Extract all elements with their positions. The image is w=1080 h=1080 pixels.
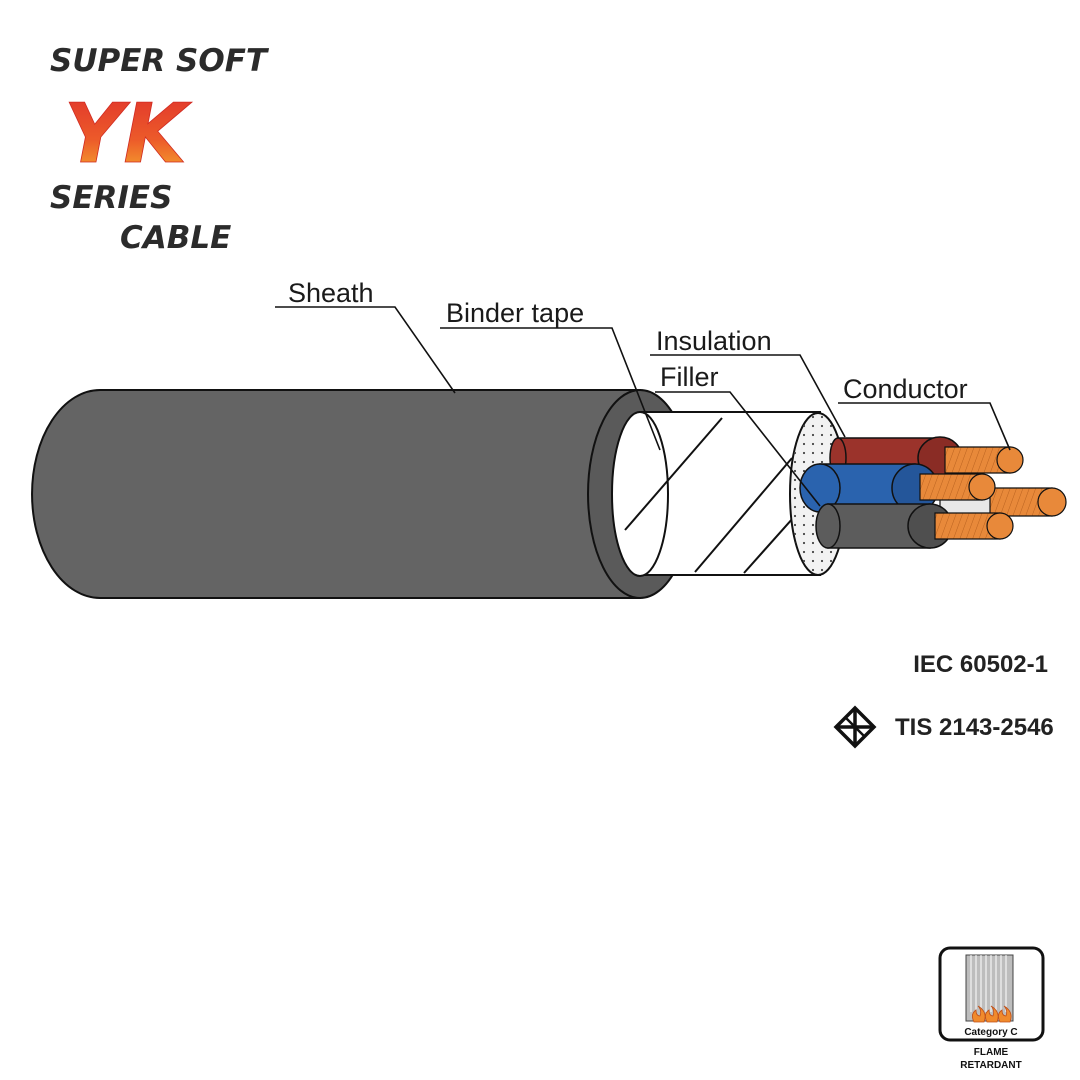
brand-line-super-soft: SUPER SOFT <box>50 43 270 79</box>
label-sheath: Sheath <box>288 278 374 308</box>
badge-line-retardant: RETARDANT <box>960 1060 1021 1071</box>
standard-iec: IEC 60502-1 <box>913 651 1048 678</box>
leader-conductor <box>838 402 1011 451</box>
conductor-strands <box>919 446 1067 540</box>
label-insulation: Insulation <box>656 326 772 356</box>
callouts: Sheath Binder tape Insulation Filler Con… <box>275 278 1011 507</box>
brand-line-cable: CABLE <box>120 220 231 256</box>
flame-retardant-icon <box>965 954 1014 1023</box>
flame-retardant-badge: Category C FLAME RETARDANT <box>938 946 1045 1071</box>
badge-line-flame: FLAME <box>974 1047 1009 1058</box>
cable-illustration <box>31 389 1067 599</box>
leader-filler <box>655 391 821 507</box>
label-conductor: Conductor <box>843 374 968 404</box>
leader-insulation <box>650 354 846 438</box>
binder-tape <box>611 411 821 577</box>
badge-category: Category C <box>964 1027 1017 1038</box>
label-binder-tape: Binder tape <box>446 298 584 328</box>
standard-tis: TIS 2143-2546 <box>895 714 1054 741</box>
brand-logo: SUPER SOFT YK SERIES CABLE <box>50 43 270 256</box>
standards: IEC 60502-1 TIS 2143-2546 <box>833 651 1054 749</box>
core-gray <box>815 503 953 549</box>
brand-line-yk: YK <box>64 87 192 182</box>
leader-sheath <box>275 306 456 394</box>
leader-binder-tape <box>440 327 661 451</box>
tis-mark-icon <box>833 705 877 749</box>
label-filler: Filler <box>660 362 719 392</box>
sheath <box>31 389 641 599</box>
brand-line-series: SERIES <box>50 180 172 216</box>
